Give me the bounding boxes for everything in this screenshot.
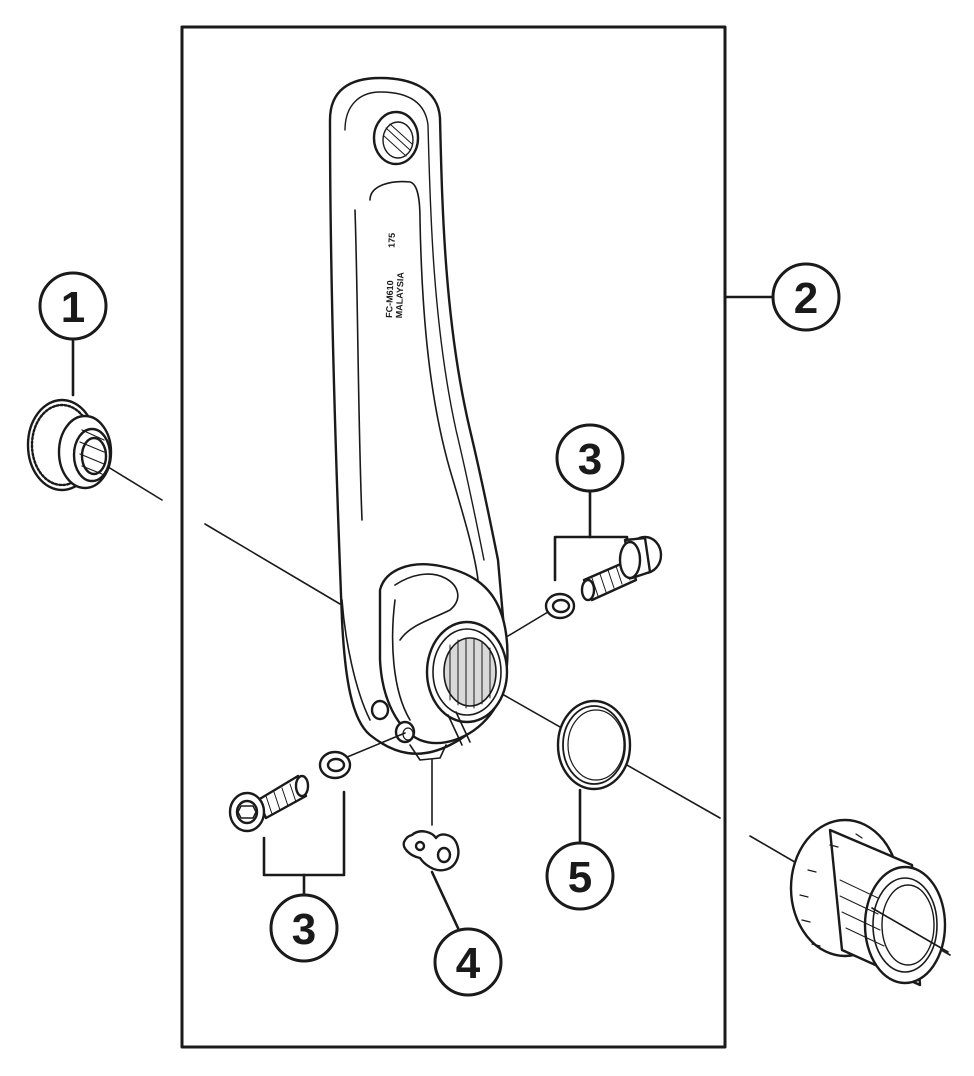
part-5-o-ring <box>556 699 632 844</box>
part-1-cap <box>26 398 113 492</box>
axle-axis-line-left <box>99 461 163 501</box>
callout-1: 1 <box>38 271 108 341</box>
axle-axis-line-mid <box>204 523 341 605</box>
callout-2: 2 <box>771 262 841 332</box>
crank-size-text: 175 <box>386 233 397 248</box>
part-3-lower-bolt-set <box>228 732 406 897</box>
callout-5: 5 <box>545 841 615 911</box>
part-3-upper-bolt-set <box>507 490 663 637</box>
assembly-frame <box>180 25 727 1049</box>
callout-2-label: 2 <box>794 274 818 323</box>
crank-origin-text: MALAYSIA <box>394 271 406 318</box>
callout-1-label: 1 <box>61 283 85 332</box>
callout-3-lower-label: 3 <box>292 905 316 954</box>
leader-4 <box>430 870 460 930</box>
large-adjusting-cap <box>789 818 949 987</box>
callout-3-lower: 3 <box>269 893 339 963</box>
callout-4-label: 4 <box>456 939 481 988</box>
part-4-plate <box>402 759 460 930</box>
callout-3-upper: 3 <box>555 423 625 493</box>
callout-3-upper-label: 3 <box>578 435 602 484</box>
part-2-crank-arm <box>328 76 509 761</box>
crank-marking: FC-M610 MALAYSIA 175 <box>384 233 406 319</box>
callout-5-label: 5 <box>568 853 592 902</box>
callout-4: 4 <box>433 927 503 997</box>
crank-model-text: FC-M610 <box>384 280 395 318</box>
